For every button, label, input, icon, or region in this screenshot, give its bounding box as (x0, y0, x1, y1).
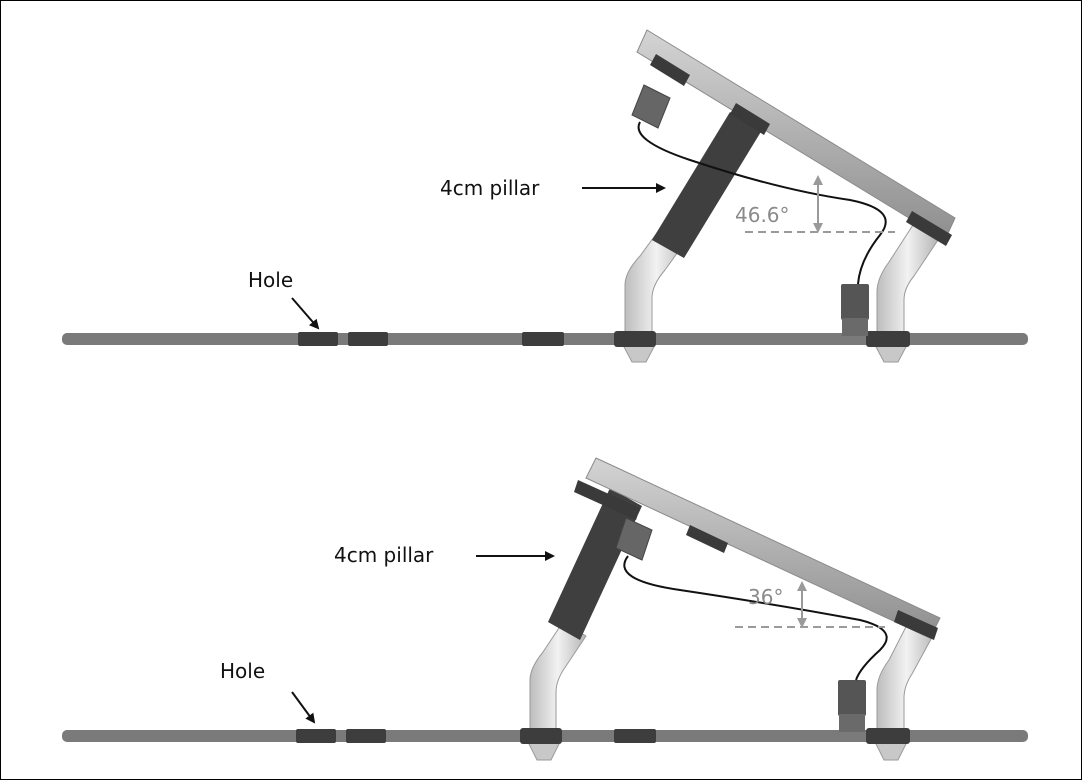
panel-clamp (906, 211, 952, 246)
hole-pointer-arrow (291, 297, 320, 330)
angle-label: 36° (748, 585, 783, 609)
right-foot (874, 741, 908, 761)
cable (637, 121, 887, 285)
panel-clamp (650, 54, 690, 86)
right-elbow (876, 616, 937, 743)
cable-connector (838, 680, 866, 716)
cable-connector (841, 284, 869, 320)
hole-label: Hole (220, 659, 265, 683)
left-foot (527, 741, 561, 761)
right-clamp (866, 728, 910, 744)
panel-clamp (686, 525, 728, 553)
pillar (548, 488, 642, 640)
right-elbow (876, 224, 939, 346)
hole-slot (614, 729, 656, 743)
hole-label: Hole (248, 268, 293, 292)
left-elbow (624, 221, 689, 346)
cable-connector-base (842, 318, 868, 336)
panel-bottom: 36° 4cm pillar Hole (62, 457, 1028, 761)
pillar-label: 4cm pillar (440, 176, 540, 200)
left-clamp (614, 331, 656, 347)
cable (623, 555, 888, 681)
panel-clamp (730, 103, 770, 135)
hole-slot (298, 332, 338, 346)
panel-clamp (574, 480, 640, 520)
panel-clamp (894, 610, 938, 640)
pillar-label: 4cm pillar (334, 543, 434, 567)
left-foot (622, 344, 656, 363)
pillar (652, 112, 762, 258)
panel-connector (631, 84, 671, 129)
hole-slot (522, 332, 564, 346)
hole-slot (296, 729, 336, 743)
right-clamp (866, 331, 910, 347)
hole-slot (346, 729, 386, 743)
left-elbow (529, 621, 587, 743)
hole-slot (348, 332, 388, 346)
angle-label: 46.6° (735, 203, 790, 227)
panel-top: 46.6° 4cm pillar Hole (62, 29, 1028, 363)
panel-connector (615, 517, 653, 561)
hole-pointer-arrow (291, 691, 316, 724)
right-foot (874, 344, 908, 363)
left-clamp (520, 728, 562, 744)
cable-connector-base (839, 714, 865, 732)
